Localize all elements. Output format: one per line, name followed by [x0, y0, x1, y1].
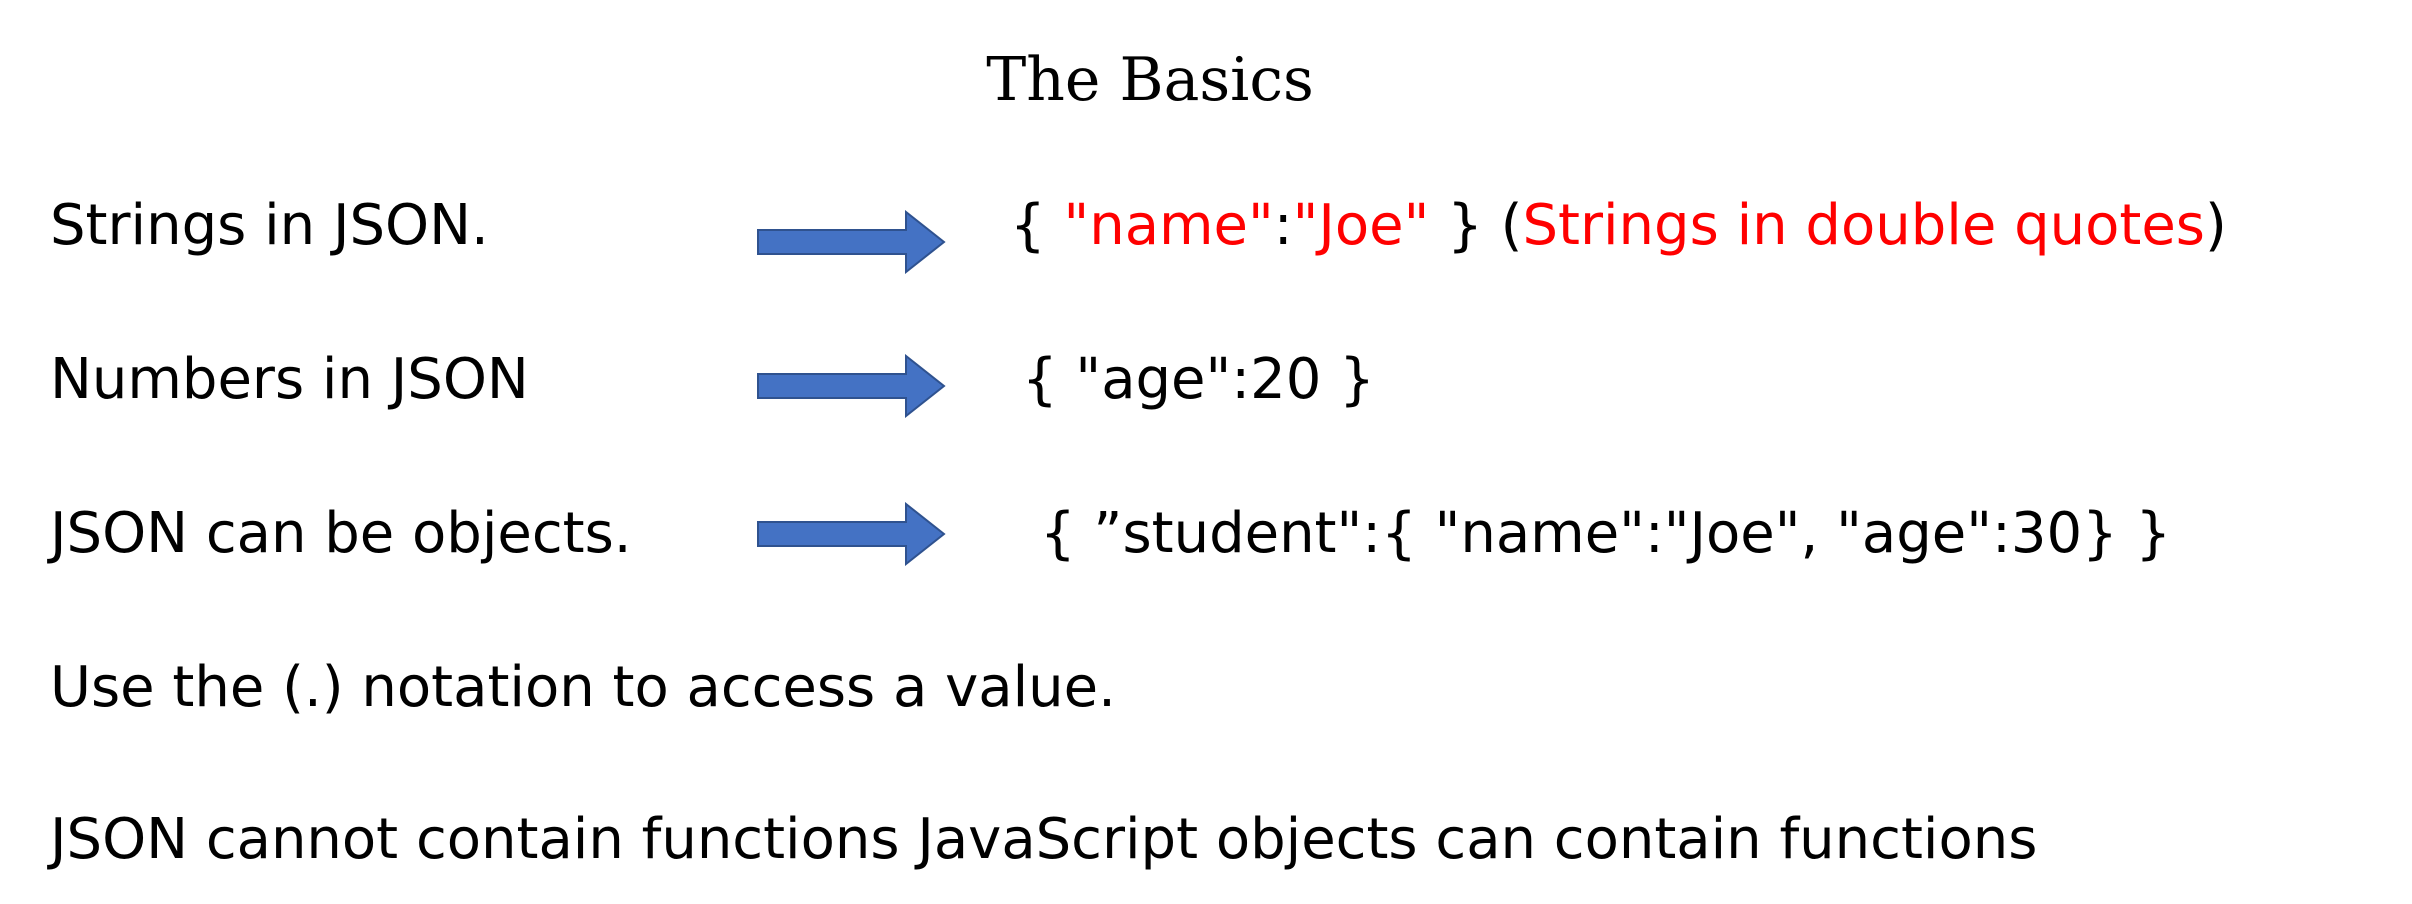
note-paren-close: )	[2204, 193, 2227, 258]
row-label-numbers: Numbers in JSON	[50, 347, 529, 412]
code-example-numbers: { "age":20 }	[1022, 347, 1375, 412]
right-arrow-icon	[757, 354, 946, 418]
note-dot-notation: Use the (.) notation to access a value.	[50, 655, 1116, 720]
slide-title: The Basics	[986, 45, 1314, 115]
right-arrow-icon	[757, 502, 946, 566]
code-colon: :	[1273, 193, 1293, 258]
note-double-quotes: Strings in double quotes	[1522, 193, 2205, 258]
row-label-objects: JSON can be objects.	[50, 501, 632, 566]
note-functions: JSON cannot contain functions JavaScript…	[50, 807, 2038, 872]
code-brace-open: {	[1010, 193, 1064, 258]
code-value-joe: "Joe"	[1292, 193, 1430, 258]
code-example-strings: { "name":"Joe" } (Strings in double quot…	[1010, 186, 2227, 266]
row-label-strings: Strings in JSON.	[50, 193, 489, 258]
right-arrow-icon	[757, 210, 946, 274]
code-key-name: "name"	[1063, 193, 1274, 258]
code-example-objects: { ”student":{ "name":"Joe", "age":30} }	[1040, 501, 2172, 566]
code-brace-close: } (	[1429, 193, 1523, 258]
